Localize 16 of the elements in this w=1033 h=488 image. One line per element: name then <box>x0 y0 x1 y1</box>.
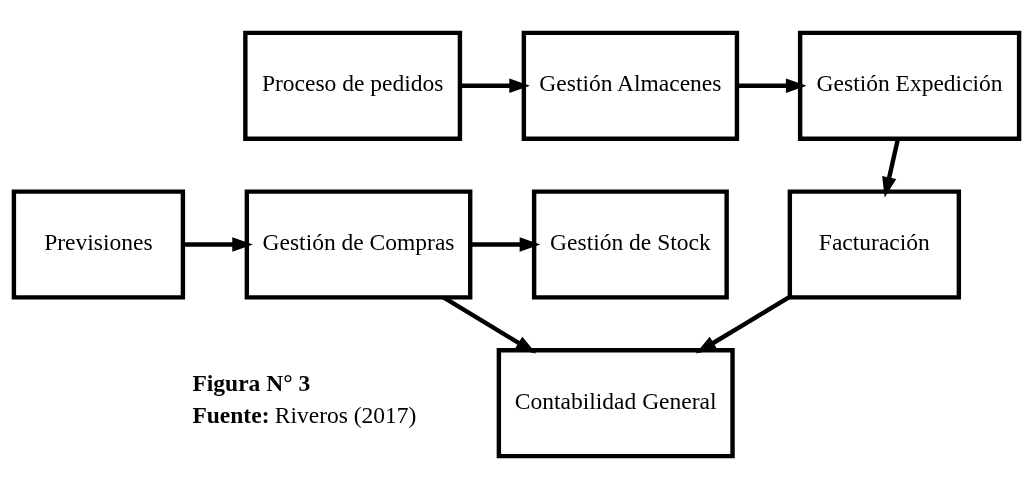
arrow <box>695 294 791 354</box>
label: Figura N° 3 <box>192 369 311 396</box>
node-box: Gestión Expedición <box>797 30 1022 141</box>
arrow <box>460 78 530 93</box>
node-box: Gestión de Compras <box>244 188 473 300</box>
arrow <box>183 236 253 252</box>
node-box: Previsiones <box>11 188 186 300</box>
node-box: Facturación <box>787 188 962 300</box>
arrow <box>442 295 537 354</box>
node-box: Proceso de pedidos <box>243 30 463 141</box>
arrow <box>737 78 807 93</box>
node-box: Gestión de Stock <box>531 188 729 300</box>
label: Fuente: Riveros (2017) <box>192 402 417 428</box>
node-box: Contabilidad General <box>496 347 735 458</box>
node-box: Gestión Almacenes <box>521 30 740 141</box>
arrow <box>470 236 541 252</box>
